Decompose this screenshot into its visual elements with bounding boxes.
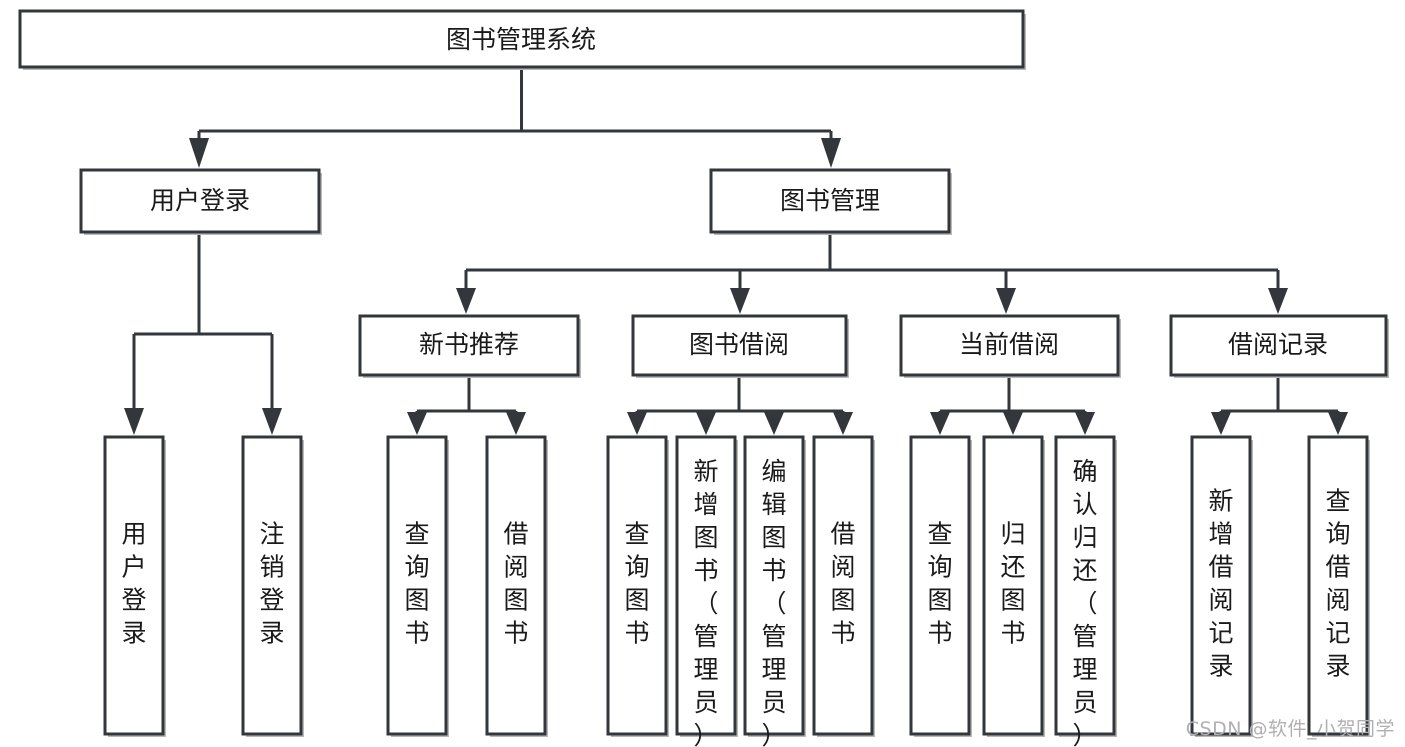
node-leaf-br-add[interactable]: 新增借阅记录 [1190,435,1253,737]
arrow-head-leaf-user-logout [262,408,282,435]
node-leaf-bb-edit-label: 编辑图书（管理员） [761,457,786,747]
arrow-head-leaf-bb-edit [764,412,784,435]
node-leaf-bb-add-label: 新增图书（管理员） [693,457,718,747]
arrow-head-userlogin [189,138,209,168]
arrow-head-borrow-record [1268,288,1288,314]
arrow-head-leaf-br-add [1211,412,1231,435]
node-root-label: 图书管理系统 [446,25,596,54]
node-user-login[interactable]: 用户登录 [79,168,322,235]
node-leaf-cb-confirm-label: 确认归还（管理员） [1072,457,1097,747]
node-leaf-rec-query[interactable]: 查询图书 [386,435,449,737]
arrow-head-leaf-cb-return [1003,412,1023,435]
node-leaf-bb-borrow-label: 借阅图书 [830,520,855,648]
node-leaf-bb-add[interactable]: 新增图书（管理员） [675,435,738,747]
node-leaf-bb-borrow[interactable]: 借阅图书 [812,435,875,737]
node-new-book-rec[interactable]: 新书推荐 [358,314,581,378]
node-leaf-cb-query[interactable]: 查询图书 [909,435,972,737]
node-leaf-cb-query-label: 查询图书 [927,520,952,648]
arrow-head-leaf-rec-query [407,412,427,435]
arrow-head-leaf-br-query [1328,412,1348,435]
connector-layer [124,67,1348,435]
node-leaf-br-query[interactable]: 查询借阅记录 [1307,435,1370,737]
node-leaf-bb-query-label: 查询图书 [624,520,649,648]
arrow-head-current-borrow [996,288,1016,314]
node-leaf-cb-return[interactable]: 归还图书 [982,435,1045,737]
node-book-manage[interactable]: 图书管理 [709,168,952,235]
node-book-borrow[interactable]: 图书借阅 [631,314,849,378]
node-leaf-user-login[interactable]: 用户登录 [103,435,166,737]
node-leaf-bb-edit[interactable]: 编辑图书（管理员） [743,435,806,747]
node-leaf-user-logout-label: 注销登录 [259,520,284,648]
node-book-manage-label: 图书管理 [780,186,880,215]
arrow-head-leaf-cb-query [930,412,950,435]
node-leaf-user-login-label: 用户登录 [121,520,146,648]
node-leaf-cb-return-label: 归还图书 [1000,520,1025,648]
arrow-head-leaf-bb-add [696,412,716,435]
node-leaf-cb-confirm[interactable]: 确认归还（管理员） [1054,435,1117,747]
node-leaf-br-add-label: 新增借阅记录 [1208,487,1233,681]
node-borrow-record[interactable]: 借阅记录 [1169,314,1389,378]
arrow-head-book-borrow [730,288,750,314]
node-leaf-rec-query-label: 查询图书 [404,520,429,648]
node-leaf-user-logout[interactable]: 注销登录 [241,435,304,737]
node-new-book-rec-label: 新书推荐 [419,330,519,359]
node-borrow-record-label: 借阅记录 [1228,330,1328,359]
node-current-borrow[interactable]: 当前借阅 [899,314,1121,378]
arrow-head-leaf-bb-borrow [833,412,853,435]
node-leaf-rec-borrow[interactable]: 借阅图书 [485,435,548,737]
node-leaf-rec-borrow-label: 借阅图书 [503,520,528,648]
node-current-borrow-label: 当前借阅 [959,330,1059,359]
arrow-head-leaf-user-login [124,408,144,435]
arrow-head-leaf-bb-query [627,412,647,435]
node-leaf-br-query-label: 查询借阅记录 [1325,487,1350,681]
node-root[interactable]: 图书管理系统 [18,9,1026,70]
arrow-head-bookmanage [821,138,841,168]
node-user-login-label: 用户登录 [150,186,250,215]
arrow-head-leaf-rec-borrow [506,412,526,435]
node-leaf-bb-query[interactable]: 查询图书 [606,435,669,737]
node-book-borrow-label: 图书借阅 [689,330,789,359]
arrow-head-leaf-cb-confirm [1075,412,1095,435]
arrow-head-new-book-rec [456,288,476,314]
